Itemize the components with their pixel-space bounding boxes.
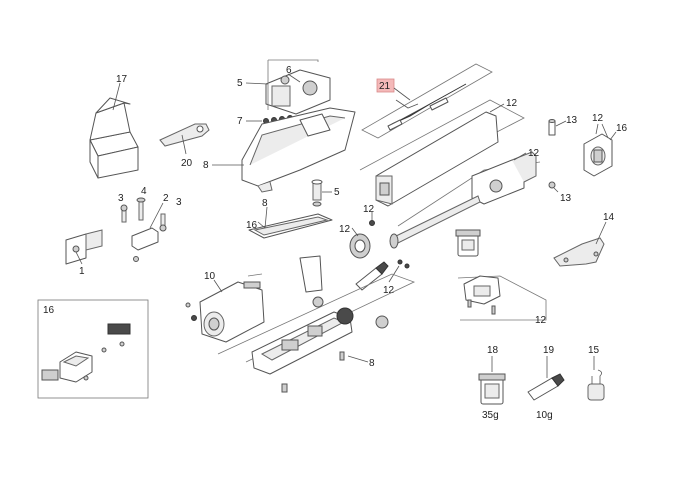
leader-10 xyxy=(213,279,223,293)
leader-13a xyxy=(555,120,567,127)
leader-16b xyxy=(609,131,617,141)
leader-1 xyxy=(75,251,83,265)
part-12-helical-gear[interactable] xyxy=(349,233,371,259)
callout-12b: 12 xyxy=(528,148,540,159)
leader-2 xyxy=(149,202,164,229)
part-16-control-unit[interactable] xyxy=(41,323,131,383)
part-1-rear-bracket[interactable] xyxy=(65,229,103,265)
callout-5b: 5 xyxy=(334,187,340,198)
leader-8c xyxy=(347,355,369,363)
callout-6: 6 xyxy=(286,65,292,76)
callout-1: 1 xyxy=(79,266,85,277)
leader-17 xyxy=(112,82,121,111)
leader-16a xyxy=(257,221,266,229)
frame-16c xyxy=(37,299,149,399)
callout-15: 15 xyxy=(588,345,600,356)
part-2-fork[interactable] xyxy=(131,227,159,251)
callout-14: 14 xyxy=(603,212,615,223)
part-12-housing-tube[interactable] xyxy=(375,111,499,207)
part-14-front-bracket[interactable] xyxy=(553,237,605,267)
part-3-pin[interactable] xyxy=(120,204,167,232)
part-21-cable-harness[interactable] xyxy=(387,83,467,131)
part-12-limit-block[interactable] xyxy=(463,275,501,315)
part-16-gasket[interactable] xyxy=(248,213,333,239)
part-13-washer[interactable] xyxy=(548,181,556,189)
leader-12e xyxy=(388,265,400,283)
leader-12c xyxy=(351,227,359,237)
part-grease-jar-small[interactable] xyxy=(455,229,481,257)
leader-5a xyxy=(245,82,269,85)
part-16-front-cover[interactable] xyxy=(583,133,613,177)
part-12-screw[interactable] xyxy=(369,220,375,226)
callout-12f: 12 xyxy=(592,113,604,124)
part-18-grease-jar[interactable] xyxy=(478,373,506,405)
callout-13b: 13 xyxy=(560,193,572,204)
frame-21 xyxy=(361,63,493,139)
callout-7: 7 xyxy=(237,116,243,127)
part-12-motor-gear[interactable] xyxy=(471,151,537,205)
part-washer[interactable] xyxy=(133,256,139,262)
part-19-grease-tube[interactable] xyxy=(527,373,565,401)
part-8-lower-housing[interactable] xyxy=(251,255,389,393)
part-6-cap-assembly[interactable] xyxy=(265,69,331,115)
weight-tube: 10g xyxy=(536,410,553,421)
callout-16b: 16 xyxy=(616,123,628,134)
callout-8a: 8 xyxy=(203,160,209,171)
leader-13b xyxy=(553,187,559,193)
part-20-release-key[interactable] xyxy=(159,123,210,147)
callout-8c: 8 xyxy=(369,358,375,369)
callout-19: 19 xyxy=(543,345,555,356)
callout-12a: 12 xyxy=(506,98,518,109)
part-4-screw[interactable] xyxy=(136,197,146,221)
callout-4: 4 xyxy=(141,186,147,197)
part-13-pin[interactable] xyxy=(548,119,556,136)
part-12-worm-screw[interactable] xyxy=(389,195,481,249)
callout-21: 21 xyxy=(379,81,391,92)
callout-2: 2 xyxy=(163,193,169,204)
callout-16c: 16 xyxy=(43,305,55,316)
leader-8b xyxy=(264,206,268,229)
callout-12d: 12 xyxy=(363,204,375,215)
callout-18: 18 xyxy=(487,345,499,356)
callout-20: 20 xyxy=(181,158,193,169)
callout-13a: 13 xyxy=(566,115,578,126)
part-10-motor[interactable] xyxy=(185,281,265,343)
callout-10: 10 xyxy=(204,271,216,282)
callout-3b: 3 xyxy=(176,197,182,208)
leader-14 xyxy=(595,221,607,245)
frame-6 xyxy=(267,59,319,110)
part-12-set-screws[interactable] xyxy=(397,259,410,269)
callout-3a: 3 xyxy=(118,193,124,204)
leader-21 xyxy=(393,87,411,101)
part-17-box[interactable] xyxy=(89,97,139,179)
callout-5a: 5 xyxy=(237,78,243,89)
leader-12a xyxy=(489,103,505,113)
leader-12b xyxy=(513,152,527,161)
callout-16a: 16 xyxy=(246,220,258,231)
part-12-grease-tube[interactable] xyxy=(355,261,389,291)
leader-12f2 xyxy=(601,123,609,139)
part-5-shaft[interactable] xyxy=(311,179,323,207)
frame-10 xyxy=(247,273,263,277)
callout-12c: 12 xyxy=(339,224,351,235)
weight-jar: 35g xyxy=(482,410,499,421)
callout-21-highlight xyxy=(376,78,395,93)
leader-6 xyxy=(287,73,301,83)
callout-17: 17 xyxy=(116,74,128,85)
part-15-capacitor[interactable] xyxy=(587,369,605,401)
callout-12e: 12 xyxy=(383,285,395,296)
callout-12g: 12 xyxy=(535,315,547,326)
part-8-upper-cover[interactable] xyxy=(241,107,356,193)
callout-8b: 8 xyxy=(262,198,268,209)
leader-20 xyxy=(181,134,187,155)
leader-12f xyxy=(595,123,599,135)
